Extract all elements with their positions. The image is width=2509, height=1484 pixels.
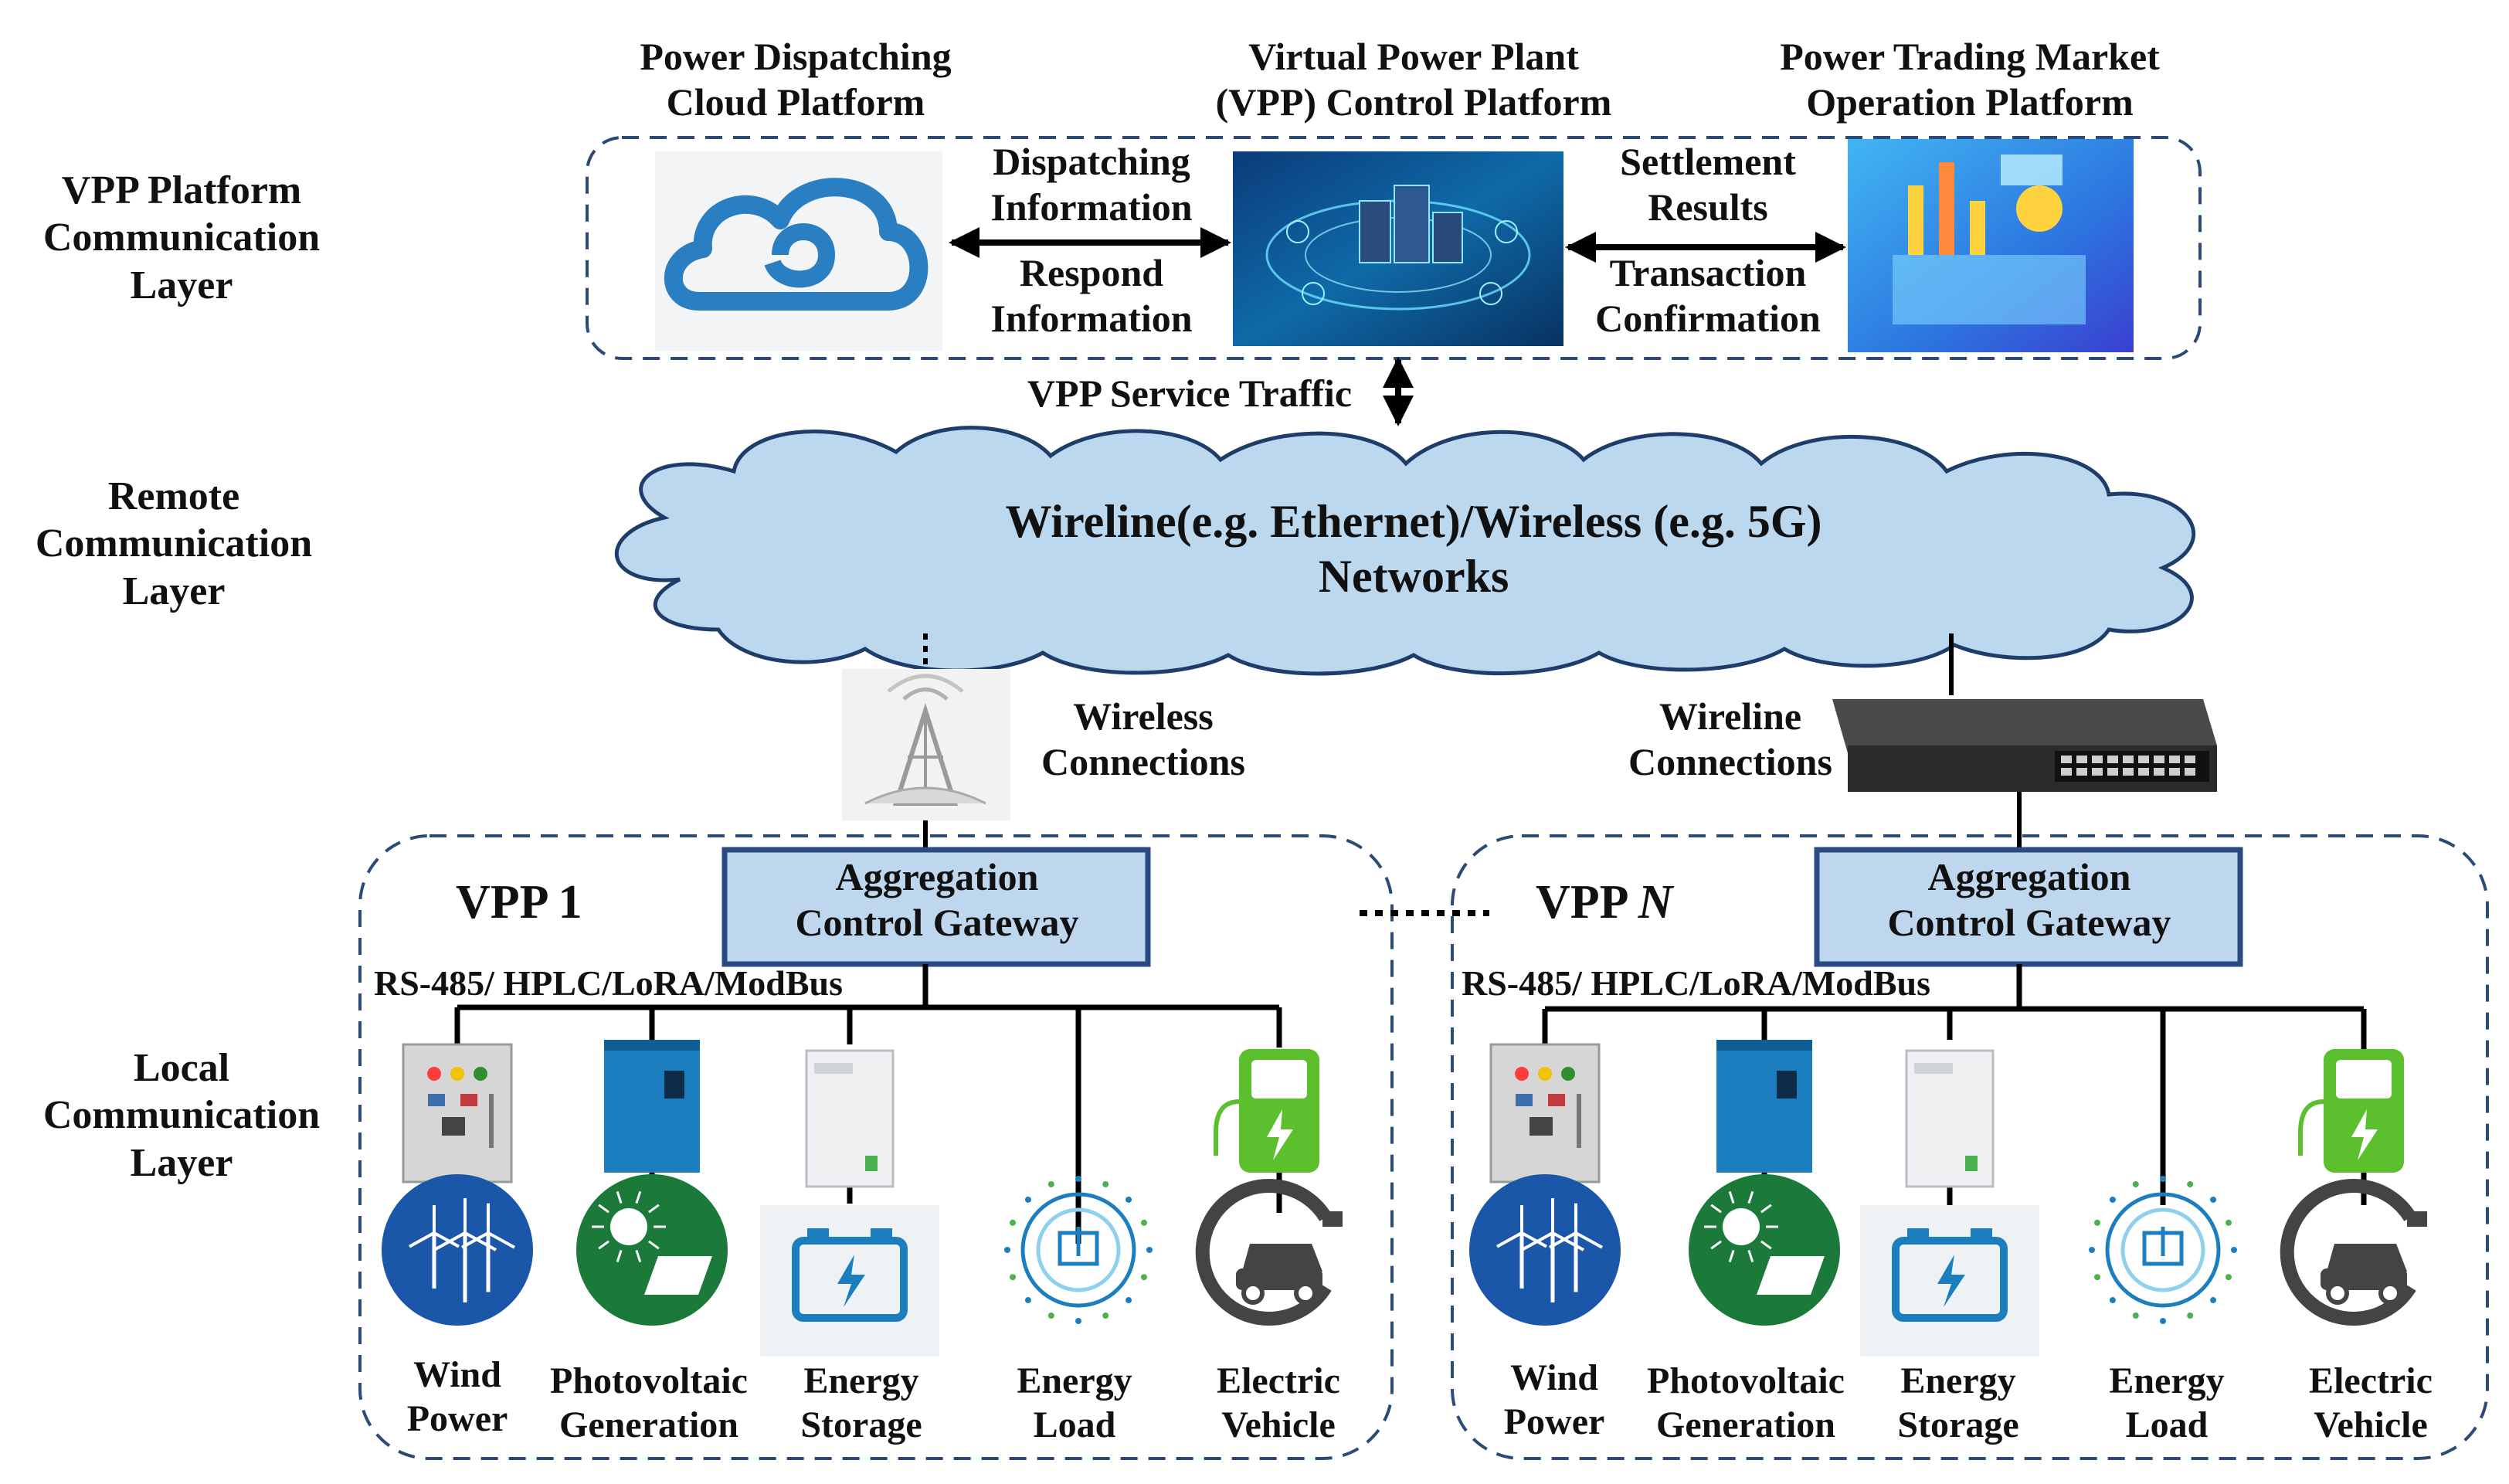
- vppn-control-cabinet-icon: [1489, 1043, 1601, 1183]
- remote-layer-label: Remote Communication Layer: [35, 474, 313, 613]
- dispatching-info-label: Dispatching Information: [990, 140, 1193, 229]
- vppn-storage-label: Energy Storage: [1897, 1360, 2019, 1445]
- vpp-control-platform-title: Virtual Power Plant (VPP) Control Platfo…: [1215, 35, 1612, 124]
- vpp1-inverter-icon: [604, 1040, 700, 1173]
- vppn-devices: [1469, 1040, 2427, 1357]
- respond-info-label: Respond Information: [990, 251, 1193, 340]
- vpp1-control-cabinet-icon: [402, 1043, 513, 1183]
- service-traffic-label: VPP Service Traffic: [1027, 372, 1353, 415]
- vppn-box: [1451, 834, 2489, 1460]
- trading-platform-title: Power Trading Market Operation Platform: [1780, 35, 2160, 124]
- vpp1-load-label: Energy Load: [1017, 1360, 1132, 1445]
- wireless-connections-label: Wireless Connections: [1041, 694, 1245, 783]
- vppn-electric-vehicle-icon: [2280, 1179, 2427, 1326]
- vpp1-name: VPP 1: [456, 876, 582, 929]
- vpp1-energy-load-icon: [1004, 1176, 1153, 1324]
- vppn-energy-load-icon: [2089, 1176, 2237, 1324]
- vppn-load-label: Energy Load: [2109, 1360, 2225, 1445]
- vpp1-bus: [454, 964, 1282, 1244]
- vppn-pv-label: Photovoltaic Generation: [1647, 1360, 1845, 1445]
- vpp1-wind-label: Wind Power: [406, 1354, 508, 1439]
- vpp1-gateway-box: [721, 847, 1151, 967]
- local-layer-label: Local Communication Layer: [42, 1046, 321, 1185]
- vpp1-photovoltaic-icon: [576, 1174, 728, 1326]
- cloud-platform-icon: [655, 151, 942, 351]
- vppn-ev-charger-icon: [2298, 1049, 2404, 1173]
- vppn-inverter-icon: [1716, 1040, 1812, 1173]
- vppn-battery-icon: [1860, 1205, 2039, 1357]
- settlement-results-label: Settlement Results: [1620, 140, 1796, 229]
- wireline-connections-label: Wireline Connections: [1628, 694, 1832, 783]
- wireless-tower-icon: [842, 669, 1010, 820]
- vpp1-wind-power-icon: [382, 1174, 533, 1326]
- network-label: Wireline(e.g. Ethernet)/Wireless (e.g. 5…: [1005, 496, 1822, 602]
- vpp1-pv-label: Photovoltaic Generation: [550, 1360, 748, 1445]
- vppn-gateway-label: Aggregation Control Gateway: [1887, 855, 2171, 944]
- vppn-photovoltaic-icon: [1689, 1174, 1840, 1326]
- platform-layer-box: [586, 136, 2202, 360]
- vpp1-devices: [382, 1040, 1343, 1357]
- dispatch-platform-title: Power Dispatching Cloud Platform: [640, 35, 952, 124]
- vppn-protocol-label: RS-485/ HPLC/LoRA/ModBus: [1462, 963, 1931, 1003]
- trading-platform-image: [1848, 139, 2134, 352]
- vpp-control-platform-image: [1233, 151, 1563, 346]
- vpp1-ev-charger-icon: [1214, 1049, 1319, 1173]
- vpp1-storage-label: Energy Storage: [800, 1360, 922, 1445]
- network-switch-icon: [1832, 699, 2217, 792]
- vppn-storage-unit-icon: [1905, 1049, 1995, 1188]
- vpp1-ev-label: Electric Vehicle: [1217, 1360, 1340, 1445]
- vpp1-protocol-label: RS-485/ HPLC/LoRA/ModBus: [374, 963, 844, 1003]
- transaction-confirmation-label: Transaction Confirmation: [1595, 251, 1821, 340]
- vpp1-box: [358, 834, 1394, 1460]
- vppn-wind-power-icon: [1469, 1174, 1621, 1326]
- vppn-ev-label: Electric Vehicle: [2309, 1360, 2433, 1445]
- platform-layer-label: VPP Platform Communication Layer: [42, 168, 321, 307]
- vpp1-battery-icon: [760, 1205, 939, 1357]
- network-cloud: [614, 426, 2196, 676]
- vppn-gateway-box: [1814, 847, 2243, 967]
- vpp1-gateway-label: Aggregation Control Gateway: [795, 855, 1079, 944]
- vppn-name: VPP N: [1536, 876, 1673, 929]
- vppn-wind-label: Wind Power: [1503, 1357, 1605, 1442]
- vpp1-electric-vehicle-icon: [1195, 1179, 1343, 1326]
- vpp1-storage-unit-icon: [805, 1049, 895, 1188]
